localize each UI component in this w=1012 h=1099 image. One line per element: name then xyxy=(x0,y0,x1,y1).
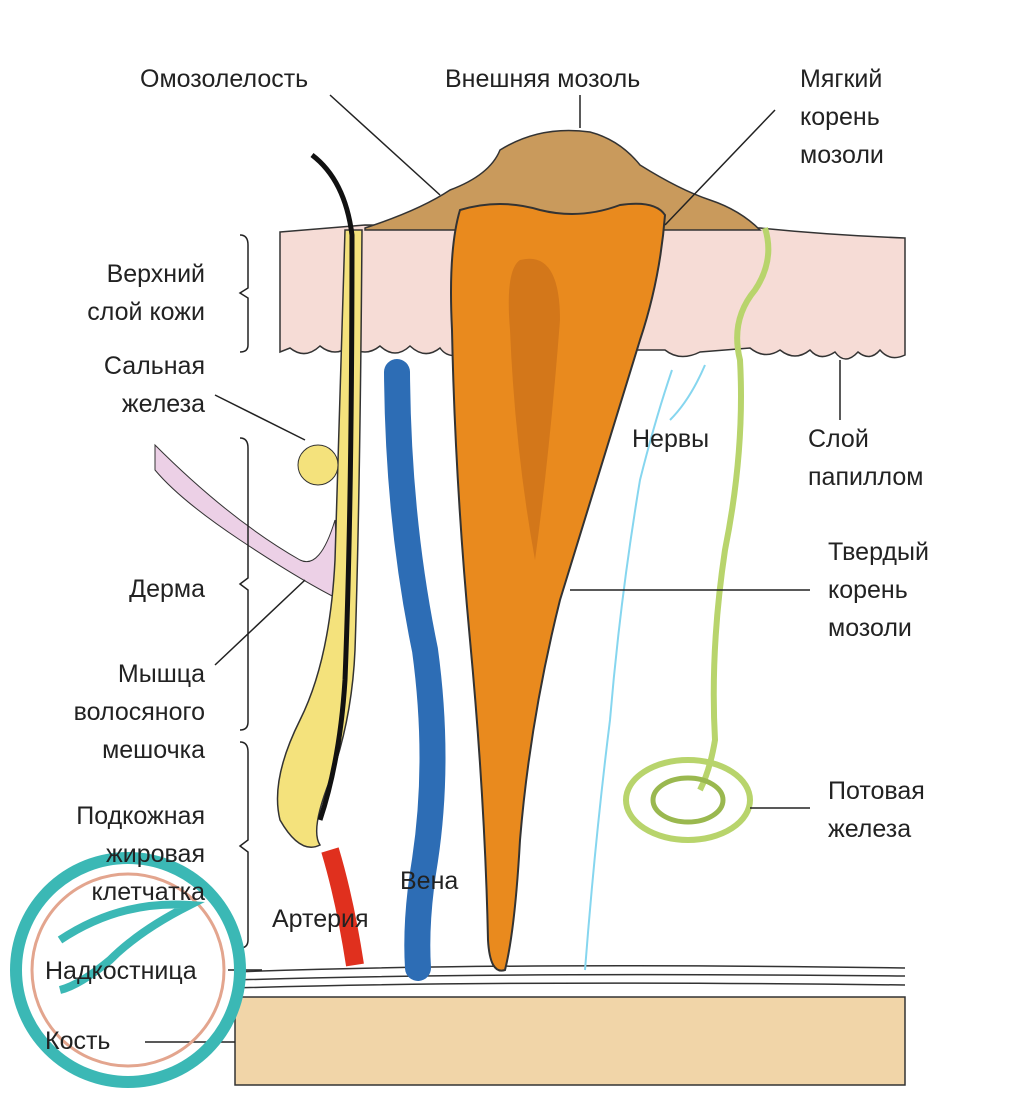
sweat-duct xyxy=(697,227,772,792)
label-papillary-layer: Слой папиллом xyxy=(808,425,924,491)
label-upper-skin: Верхний слой кожи xyxy=(87,260,205,326)
nerve-lines xyxy=(584,364,706,971)
outer-callus-shape xyxy=(364,129,762,231)
hair-shaft xyxy=(310,153,355,821)
label-hair-muscle: Мышца волосяного мешочка xyxy=(73,660,205,764)
hair-follicle-shape xyxy=(276,229,363,848)
label-soft-root: Мягкий корень мозоли xyxy=(800,65,884,169)
hard-root-shape xyxy=(450,202,667,972)
label-hard-root: Твердый корень мозоли xyxy=(828,538,929,642)
label-nerves: Нервы xyxy=(632,425,710,453)
root-core-shading xyxy=(508,258,560,560)
label-periosteum: Надкостница xyxy=(45,957,197,985)
label-dermis: Дерма xyxy=(129,575,205,603)
artery-shape xyxy=(321,847,364,967)
vein-shape xyxy=(384,359,446,981)
label-vein: Вена xyxy=(400,867,459,895)
label-artery: Артерия xyxy=(272,905,369,933)
label-subcutaneous-fat: Подкожная жировая клетчатка xyxy=(76,802,205,906)
sweat-gland-coil-inner xyxy=(650,775,726,825)
periosteum-lines xyxy=(234,965,906,989)
label-bone: Кость xyxy=(45,1027,111,1055)
label-callosity: Омозолелость xyxy=(140,65,309,93)
sweat-gland-coil xyxy=(623,757,753,843)
logo-watermark xyxy=(10,852,246,1088)
label-sebaceous-gland: Сальная железа xyxy=(103,352,205,418)
label-sweat-gland: Потовая железа xyxy=(828,777,925,843)
bone-shape xyxy=(234,996,906,1086)
sebaceous-gland-shape xyxy=(297,444,339,486)
label-outer-callus: Внешняя мозоль xyxy=(445,65,641,93)
